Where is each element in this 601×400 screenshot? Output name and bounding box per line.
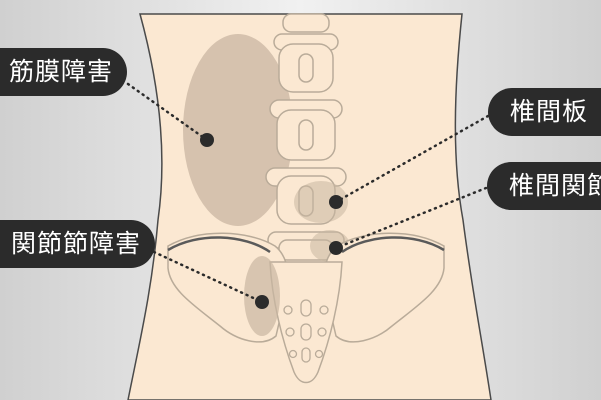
callout-fascia-disorder: 筋膜障害	[0, 48, 127, 96]
fascia-marker-dot	[200, 133, 214, 147]
markers	[200, 133, 343, 309]
sacroiliac-leader-line	[152, 250, 264, 304]
callout-facet-joint: 椎間関節	[487, 162, 601, 210]
sacral-foramina	[283, 299, 329, 363]
callout-sacroiliac-joint-disorder: 関節節障害	[0, 220, 155, 268]
disc-highlight-area	[294, 181, 348, 223]
left-iliac-crest	[167, 236, 271, 254]
sacroiliac-marker-dot	[255, 295, 269, 309]
leader-lines	[126, 82, 490, 304]
fascia-leader-line	[126, 82, 209, 142]
right-iliac-crest	[341, 236, 445, 254]
disc-leader-line	[334, 114, 490, 204]
disc-marker-dot	[329, 195, 343, 209]
callout-intervertebral-disc: 椎間板	[488, 88, 601, 136]
facet-marker-dot	[329, 241, 343, 255]
